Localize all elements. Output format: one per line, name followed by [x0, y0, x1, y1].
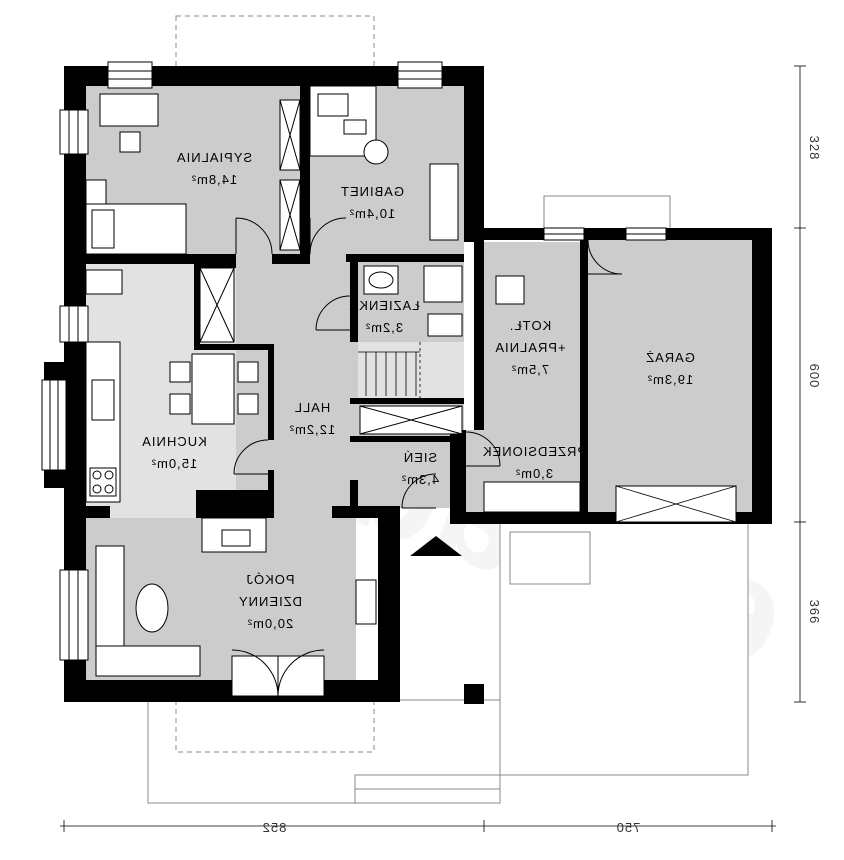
label-hall-area: 12,2m² [289, 422, 335, 437]
canopy-garage [543, 195, 671, 231]
label-kuchnia-area: 15,0m² [151, 456, 197, 471]
label-kuchnia-name: KUCHNIA [141, 434, 207, 449]
label-garaz-name: GARAŻ [645, 350, 695, 365]
boiler [495, 275, 525, 305]
label-przedsionek-name: PRZEDSIONEK [482, 444, 586, 459]
label-pokoj-area: 20,0m² [247, 616, 293, 631]
label-sypialnia-name: SYPIALNIA [176, 150, 252, 165]
label-kotlownia-name2: +PRALNIA [494, 340, 565, 355]
floor-kotlownia [484, 242, 584, 430]
desk-sypialnia [99, 93, 159, 127]
planter-box [509, 531, 591, 585]
fridge [85, 269, 123, 295]
floor-hall [236, 254, 358, 518]
label-sypialnia-area: 14,8m² [191, 172, 237, 187]
floor-stairs [358, 342, 464, 398]
dim-bottom-right: 750 [616, 820, 641, 835]
bookshelf [429, 163, 459, 241]
label-lazienka-area: 3,2m² [365, 320, 403, 335]
terraces [147, 195, 749, 804]
room-labels: SYPIALNIA 14,8m² GABINET 10,4m² ŁAZIENKA… [141, 150, 695, 631]
entrance-arrow-icon [410, 536, 462, 556]
stairs [358, 342, 421, 398]
shower [423, 265, 463, 303]
label-pokoj-name1: POKÓJ [245, 572, 294, 587]
window-crosses [615, 485, 737, 523]
doors [231, 217, 623, 697]
label-kotlownia-area: 7,5m² [511, 362, 549, 377]
sink [91, 379, 115, 421]
label-hall-name: HALL [294, 400, 331, 415]
dim-bottom-left: 852 [262, 820, 287, 835]
dining-table [191, 353, 235, 425]
dimension-lines [60, 65, 806, 832]
floor-garaz [588, 238, 752, 514]
label-gabinet-area: 10,4m² [349, 206, 395, 221]
furniture [85, 85, 525, 677]
label-gabinet-name: GABINET [340, 184, 404, 199]
office-chair [363, 139, 389, 165]
dim-right-bottom: 366 [807, 600, 822, 625]
label-pokoj-name2: DZIENNY [238, 594, 302, 609]
sofa-short [95, 645, 201, 677]
dim-right-top: 328 [807, 136, 822, 161]
label-kotlownia-name1: KOTŁ. [509, 318, 552, 333]
label-przedsionek-area: 3,0m² [515, 466, 553, 481]
label-garaz-area: 19,3m² [647, 372, 693, 387]
dim-right-middle: 600 [807, 364, 822, 389]
chair-sypialnia [119, 131, 141, 153]
label-sien-name: SIEŃ [403, 450, 437, 465]
coffee-table [135, 583, 169, 633]
toilet [427, 313, 463, 337]
label-lazienka-name: ŁAZIENKA [349, 298, 420, 313]
label-sien-area: 4,3m² [401, 472, 439, 487]
tv-stand [355, 579, 377, 625]
dimension-labels: 852 750 328 600 366 [262, 136, 822, 835]
